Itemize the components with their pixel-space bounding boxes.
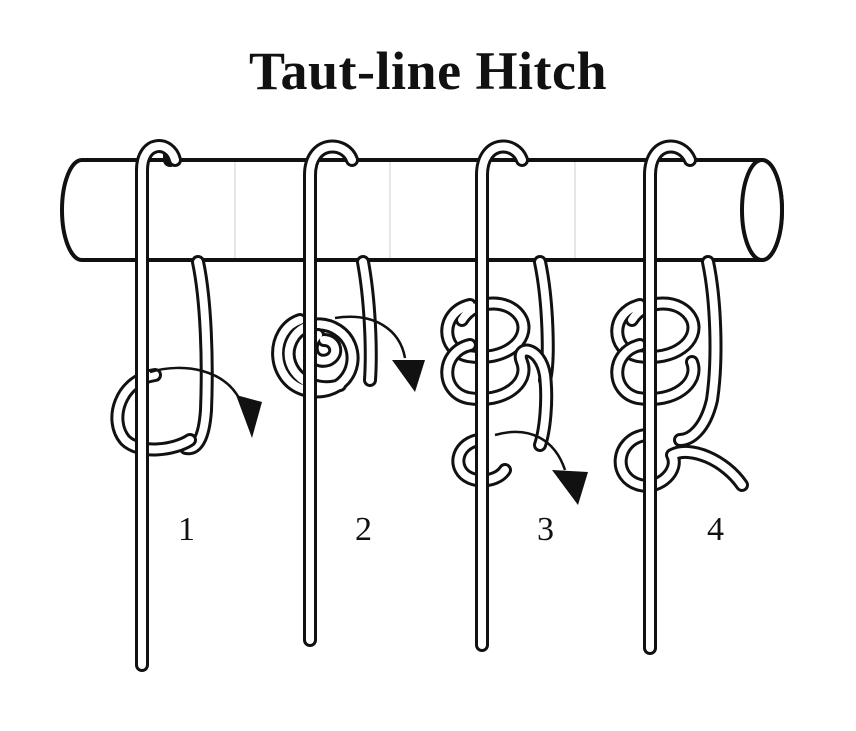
step-3-rope	[440, 139, 555, 652]
step-1-rope	[110, 139, 214, 672]
step-1-arrow	[149, 366, 262, 438]
step-4-rope	[610, 139, 749, 655]
diagram-title: Taut-line Hitch	[248, 41, 608, 101]
step-2-rope	[271, 139, 378, 647]
step-4-label: 4	[707, 511, 724, 548]
step-3-label: 3	[537, 511, 554, 548]
step-2-label: 2	[355, 511, 372, 548]
pole	[60, 158, 784, 262]
step-2-arrow	[334, 315, 425, 392]
step-3-arrow	[494, 430, 588, 505]
step-1-label: 1	[178, 511, 195, 548]
